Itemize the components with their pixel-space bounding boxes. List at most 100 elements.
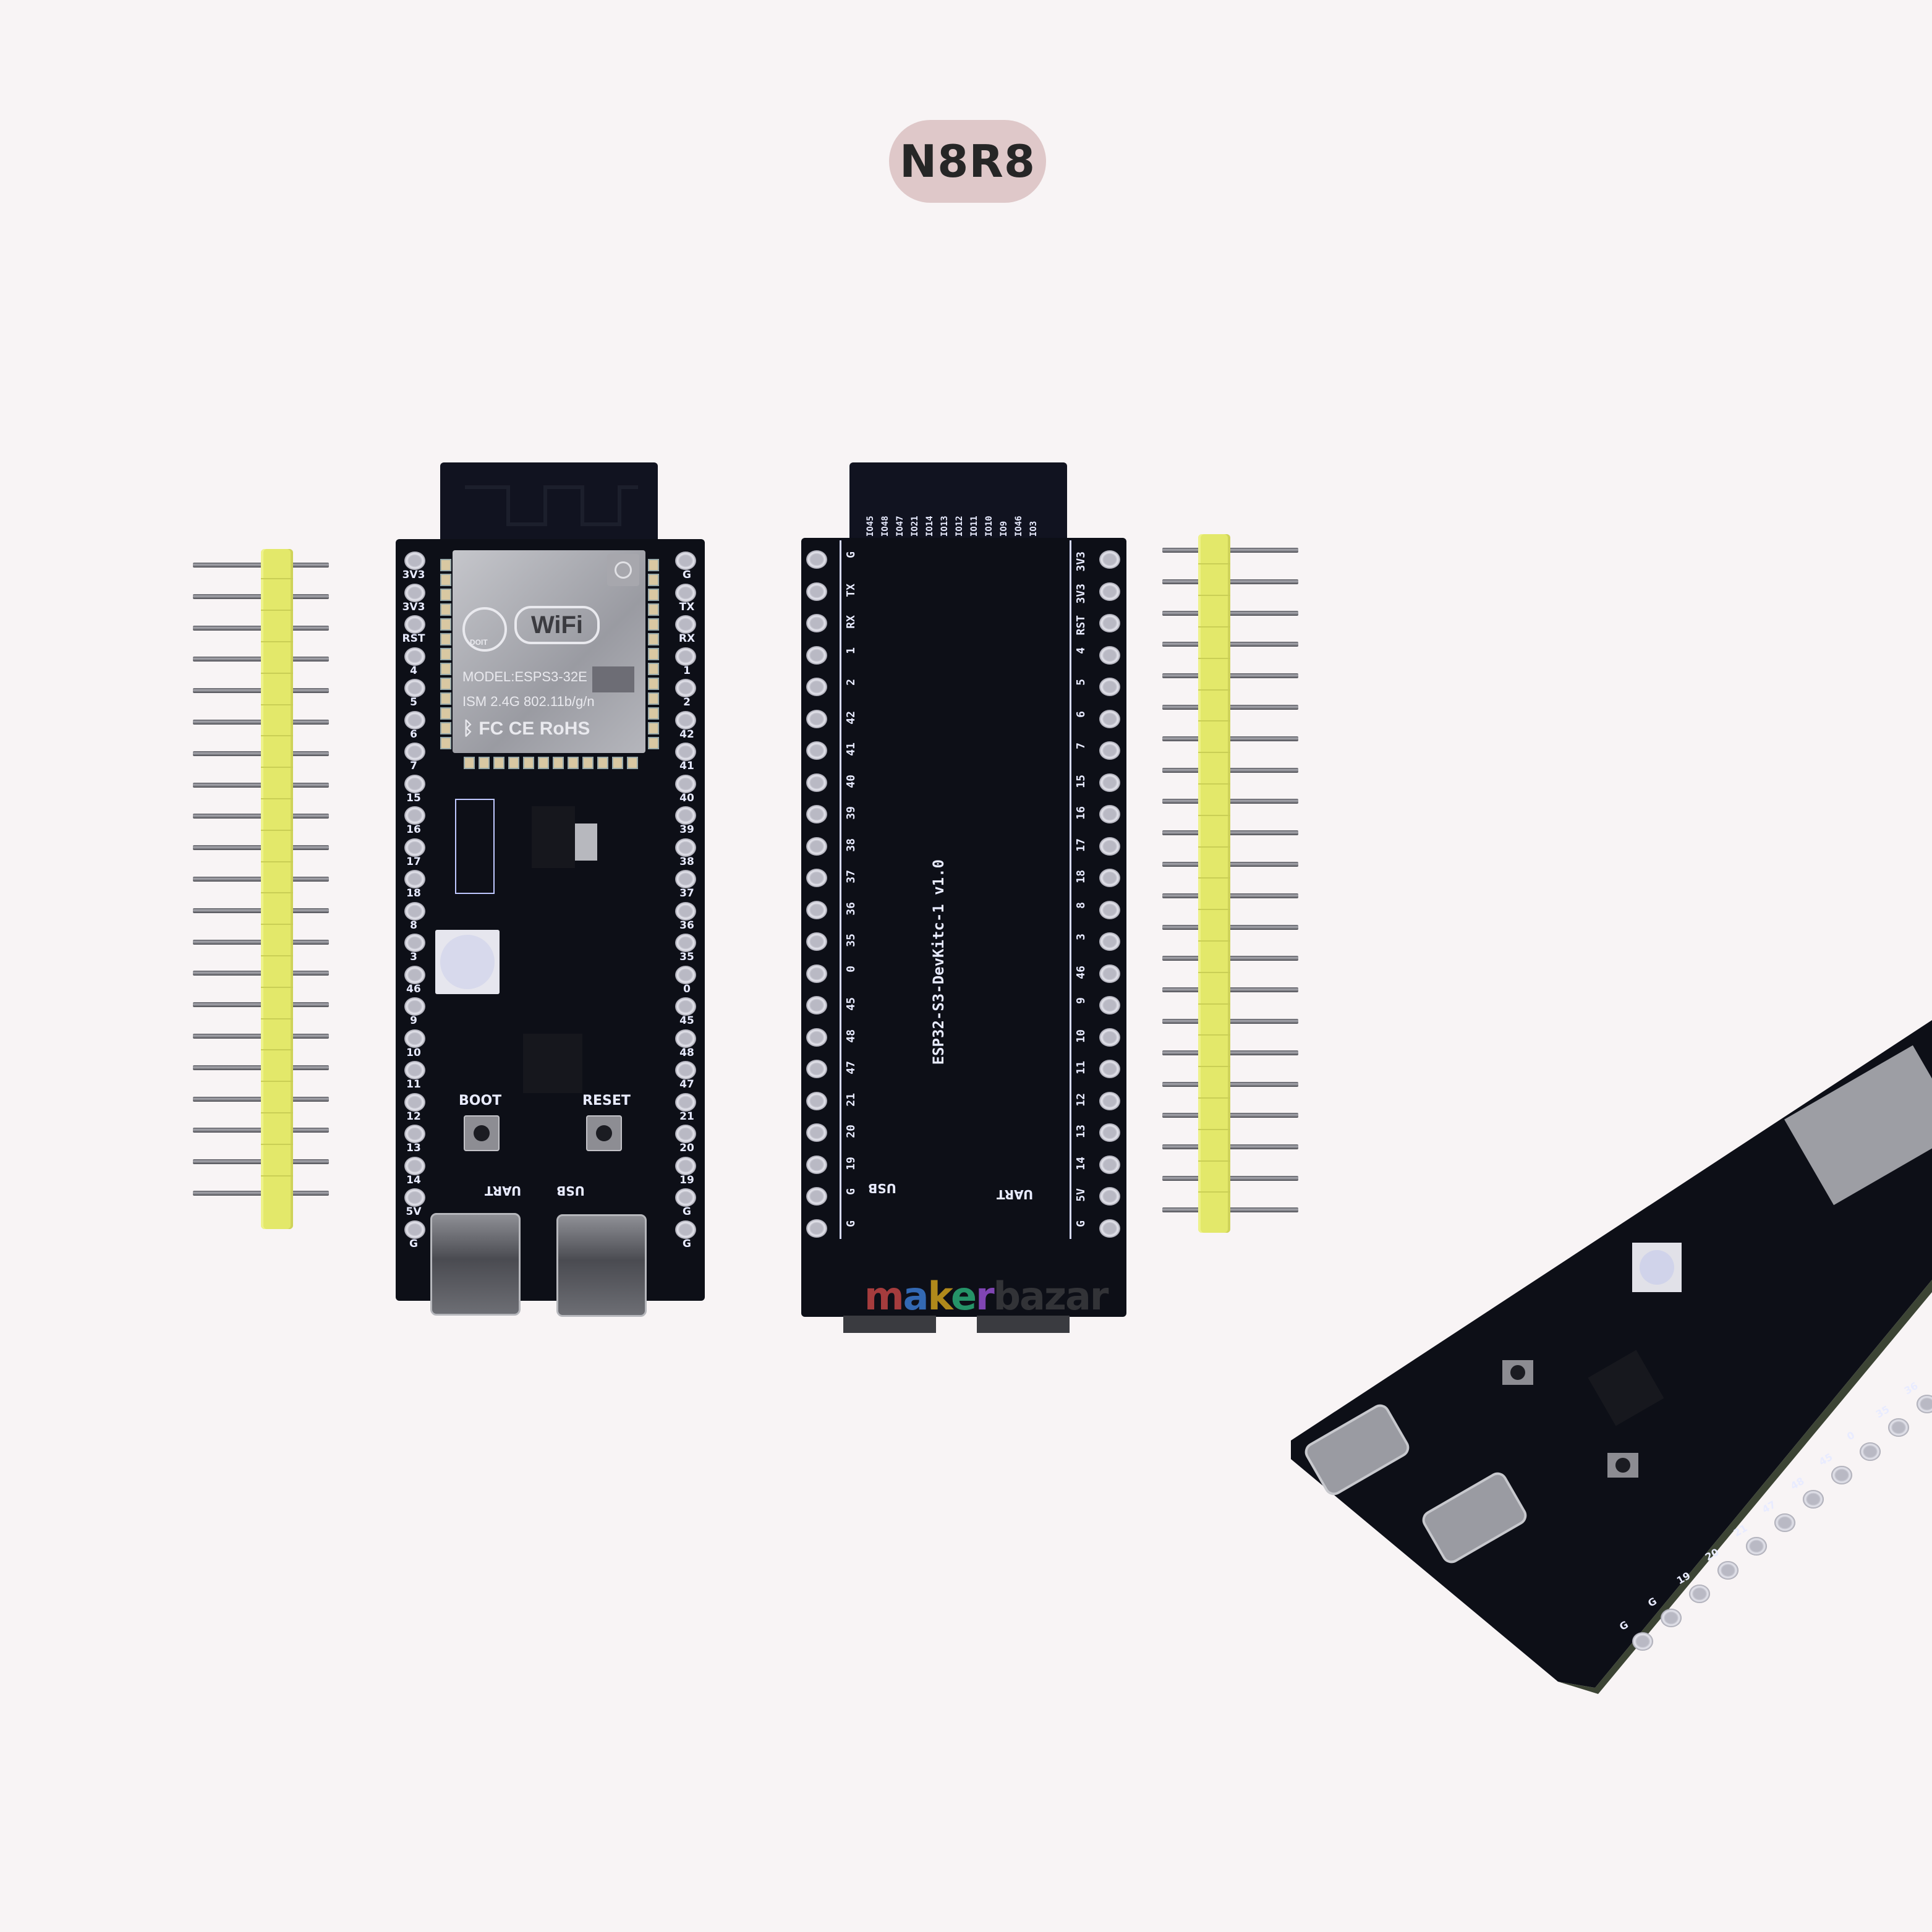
pin-hole-0[interactable] (806, 964, 827, 983)
pin-hole-45[interactable] (675, 997, 696, 1016)
uart-usb-c-port[interactable] (430, 1213, 521, 1316)
pin-hole-17[interactable] (1099, 836, 1120, 856)
pin-hole-tx[interactable] (675, 583, 696, 602)
pin-hole-13[interactable] (1099, 1123, 1120, 1142)
pin-hole-rst[interactable] (1099, 614, 1120, 632)
pin-hole-1[interactable] (675, 647, 696, 666)
usb-usb-c-port[interactable] (556, 1214, 647, 1317)
pin-hole-21[interactable] (806, 1091, 827, 1110)
pin-hole-36[interactable] (675, 901, 696, 921)
pin-hole-45[interactable] (806, 996, 827, 1015)
pin-hole-9[interactable] (1099, 996, 1120, 1015)
pin-hole-g[interactable] (806, 550, 827, 569)
pin-hole-3[interactable] (1099, 932, 1120, 951)
pin-hole-2[interactable] (675, 679, 696, 697)
pin-hole-g[interactable] (675, 1188, 696, 1207)
pin-hole-18[interactable] (404, 870, 425, 888)
pin-hole-20[interactable] (675, 1125, 696, 1143)
pin-hole-rst[interactable] (404, 615, 425, 634)
pin-hole-10[interactable] (1099, 1028, 1120, 1047)
pin-hole-40[interactable] (806, 773, 827, 792)
pin-hole-14[interactable] (1099, 1155, 1120, 1174)
pin-hole-3v3[interactable] (404, 551, 425, 570)
pin-hole-48[interactable] (675, 1029, 696, 1048)
pin-hole-39[interactable] (806, 805, 827, 823)
pin-hole-19[interactable] (806, 1155, 827, 1174)
pin-hole-15[interactable] (404, 774, 425, 793)
pin-hole-12[interactable] (1099, 1091, 1120, 1110)
pin-hole-g[interactable] (675, 1220, 696, 1239)
pin-hole-46[interactable] (404, 965, 425, 984)
pin-hole-41[interactable] (675, 743, 696, 761)
pin-hole-16[interactable] (1099, 805, 1120, 823)
pin-hole-3v3[interactable] (404, 583, 425, 602)
pin-label: 11 (406, 1078, 421, 1091)
pin-hole-42[interactable] (675, 710, 696, 730)
pin-hole-36[interactable] (806, 900, 827, 919)
pin-hole-5v[interactable] (404, 1188, 425, 1207)
pin-hole-6[interactable] (404, 710, 425, 730)
pin-hole-18[interactable] (1099, 869, 1120, 887)
pin-hole-5[interactable] (404, 679, 425, 697)
pin-hole-47[interactable] (675, 1061, 696, 1079)
pin-hole-5[interactable] (1099, 678, 1120, 696)
pin-hole-35[interactable] (806, 932, 827, 951)
pin-hole-38[interactable] (675, 838, 696, 857)
pin-hole-3[interactable] (404, 934, 425, 952)
pin-hole-15[interactable] (1099, 773, 1120, 792)
pin-hole-14[interactable] (404, 1156, 425, 1175)
pin-hole-20[interactable] (806, 1123, 827, 1142)
pin-hole-12[interactable] (404, 1092, 425, 1112)
pin-label: TX (679, 600, 695, 613)
pin-hole-4[interactable] (1099, 645, 1120, 665)
pin-hole-3v3[interactable] (1099, 550, 1120, 569)
pin-hole-2[interactable] (806, 678, 827, 696)
pin-hole-19[interactable] (675, 1156, 696, 1175)
pin-hole-4[interactable] (404, 647, 425, 666)
pin-hole-6[interactable] (1099, 709, 1120, 728)
pin-hole-8[interactable] (404, 901, 425, 921)
pin-hole-1[interactable] (806, 645, 827, 665)
pin-hole-42[interactable] (806, 709, 827, 728)
pin-hole-7[interactable] (1099, 741, 1120, 760)
pin-hole-rx[interactable] (806, 614, 827, 632)
pin-hole-g[interactable] (675, 551, 696, 570)
pin-label: 38 (679, 855, 694, 868)
pin-hole-11[interactable] (404, 1061, 425, 1079)
pin-hole-rx[interactable] (675, 615, 696, 634)
pin-hole-tx[interactable] (806, 582, 827, 601)
pin-label: 18 (1075, 870, 1087, 883)
pin-hole-g[interactable] (404, 1220, 425, 1239)
pin-hole-10[interactable] (404, 1029, 425, 1048)
pin-hole-g[interactable] (806, 1219, 827, 1238)
pin-hole-37[interactable] (806, 869, 827, 887)
pin-hole-40[interactable] (675, 774, 696, 793)
pin-hole-38[interactable] (806, 836, 827, 856)
pin-hole-3v3[interactable] (1099, 582, 1120, 601)
pin-hole-21[interactable] (675, 1092, 696, 1112)
back-usb-label: USB (868, 1181, 896, 1196)
pin-hole-7[interactable] (404, 743, 425, 761)
reset-button[interactable] (586, 1115, 622, 1151)
pin-hole-5v[interactable] (1099, 1187, 1120, 1206)
pin-hole-47[interactable] (806, 1060, 827, 1078)
pin-hole-48[interactable] (806, 1028, 827, 1047)
pin-hole-17[interactable] (404, 838, 425, 857)
pin-hole-g[interactable] (1099, 1219, 1120, 1238)
pin-hole-35[interactable] (675, 934, 696, 952)
pin-label: 5 (410, 696, 417, 709)
pin-hole-9[interactable] (404, 997, 425, 1016)
pin-hole-g[interactable] (806, 1187, 827, 1206)
header-pin (1162, 893, 1298, 898)
pin-hole-37[interactable] (675, 870, 696, 888)
pin-hole-11[interactable] (1099, 1060, 1120, 1078)
pin-hole-39[interactable] (675, 806, 696, 825)
pin-hole-8[interactable] (1099, 900, 1120, 919)
pin-hole-41[interactable] (806, 741, 827, 760)
pin-hole-13[interactable] (404, 1125, 425, 1143)
pin-hole-16[interactable] (404, 806, 425, 825)
pin-label: 19 (679, 1173, 694, 1186)
pin-hole-0[interactable] (675, 965, 696, 984)
pin-hole-46[interactable] (1099, 964, 1120, 983)
boot-button[interactable] (464, 1115, 500, 1151)
